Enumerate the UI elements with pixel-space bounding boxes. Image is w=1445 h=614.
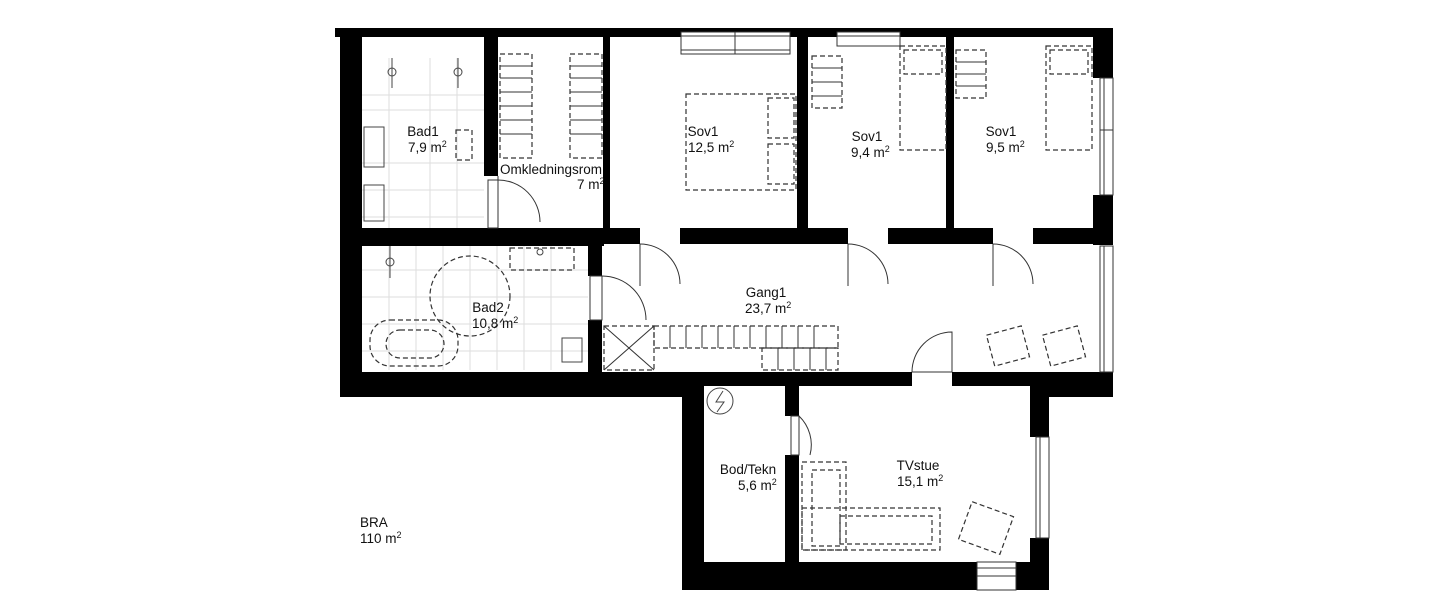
- svg-text:Sov1: Sov1: [986, 124, 1017, 139]
- svg-text:15,1 m2: 15,1 m2: [897, 473, 943, 489]
- svg-text:7,9 m2: 7,9 m2: [408, 139, 447, 155]
- svg-text:12,5 m2: 12,5 m2: [688, 139, 734, 155]
- svg-text:110 m2: 110 m2: [360, 530, 402, 546]
- bad1-fixtures: [363, 58, 473, 222]
- room-label-bad1: Bad1 7,9 m2: [407, 124, 447, 155]
- svg-text:5,6 m2: 5,6 m2: [738, 477, 777, 493]
- staircase-icon: [603, 325, 839, 371]
- double-bed: [685, 93, 797, 191]
- electrical-panel-icon: [706, 387, 734, 415]
- room-label-sov1-a: Sov1 12,5 m2: [688, 124, 735, 155]
- svg-text:9,4 m2: 9,4 m2: [851, 144, 890, 160]
- bad1-tile-grid: [362, 58, 484, 228]
- room-label-tvstue: TVstue 15,1 m2: [897, 458, 944, 489]
- svg-text:Omkledningsrom: Omkledningsrom: [500, 162, 602, 177]
- svg-text:9,5 m2: 9,5 m2: [986, 139, 1025, 155]
- bad2-tile-grid: [362, 246, 588, 370]
- window-icon: [680, 31, 1114, 591]
- room-label-sov1-c: Sov1 9,5 m2: [986, 124, 1025, 155]
- svg-text:BRA: BRA: [360, 515, 388, 530]
- sofa: [801, 461, 1015, 556]
- svg-text:7 m2: 7 m2: [577, 176, 605, 192]
- room-label-gang1: Gang1 23,7 m2: [745, 285, 791, 316]
- svg-text:10,8 m2: 10,8 m2: [472, 315, 518, 331]
- room-label-omkledningsrom: Omkledningsrom 7 m2: [500, 162, 605, 192]
- svg-text:Bod/Tekn: Bod/Tekn: [720, 462, 776, 477]
- svg-text:Gang1: Gang1: [746, 285, 787, 300]
- total-area-label: BRA 110 m2: [360, 515, 402, 546]
- room-label-sov1-b: Sov1 9,4 m2: [851, 129, 890, 160]
- room-label-bod-tekn: Bod/Tekn 5,6 m2: [720, 462, 777, 493]
- svg-text:Sov1: Sov1: [852, 129, 883, 144]
- svg-text:TVstue: TVstue: [897, 458, 940, 473]
- svg-text:23,7 m2: 23,7 m2: [745, 300, 791, 316]
- wardrobe-shelves: [499, 53, 603, 159]
- armchairs: [985, 325, 1087, 367]
- svg-text:Bad2: Bad2: [472, 300, 504, 315]
- walls: [335, 28, 1113, 590]
- svg-text:Sov1: Sov1: [688, 124, 719, 139]
- single-bed-b: [811, 45, 947, 151]
- room-label-bad2: Bad2 10,8 m2: [472, 300, 518, 331]
- svg-text:Bad1: Bad1: [407, 124, 439, 139]
- door-swing-icon: [487, 176, 1034, 456]
- bad2-fixtures: [369, 246, 583, 367]
- single-bed-c: [955, 45, 1093, 151]
